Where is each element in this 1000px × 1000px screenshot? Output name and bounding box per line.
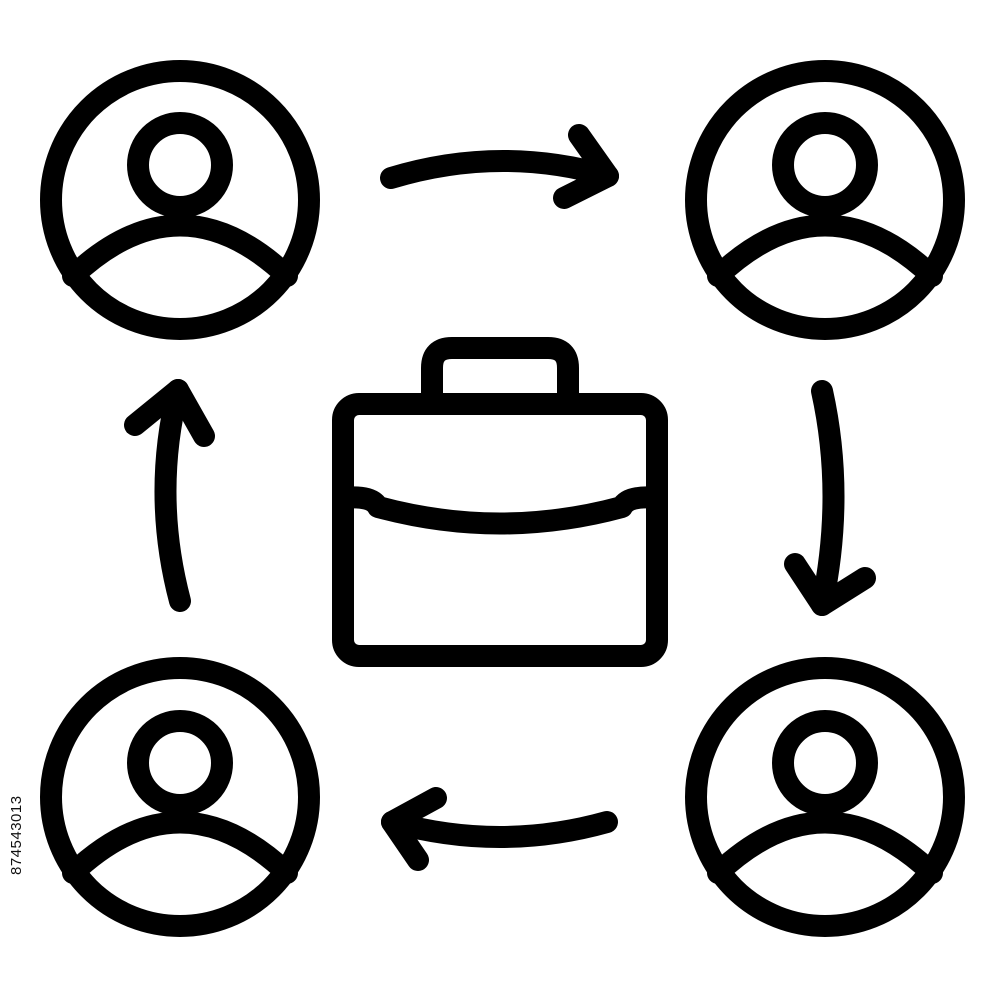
arrow-up-icon [124, 379, 215, 612]
arrow-right-icon [380, 124, 619, 209]
user-avatar-icon [40, 60, 320, 340]
user-avatar-icon [40, 657, 320, 937]
user-avatar-icon [685, 60, 965, 340]
stock-id-watermark: 874543013 [8, 795, 25, 875]
arrow-down-icon [784, 380, 876, 616]
briefcase-icon [332, 337, 668, 667]
arrow-left-icon [381, 787, 618, 871]
user-avatar-icon [685, 657, 965, 937]
